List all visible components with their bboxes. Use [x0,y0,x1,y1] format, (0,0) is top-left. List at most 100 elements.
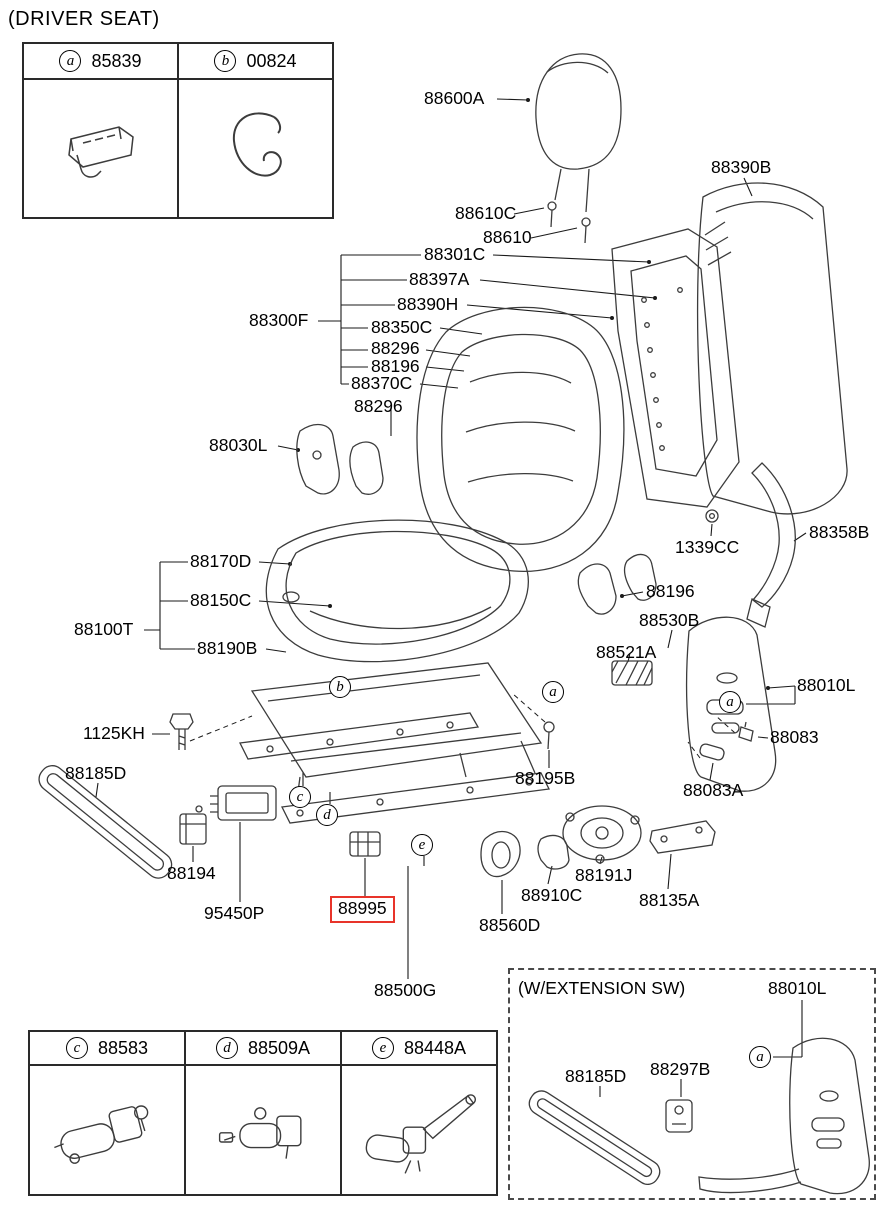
part-label-88010l-ext: 88010L [768,978,827,998]
part-label-88030l: 88030L [209,435,268,455]
slide-motor-icon [54,1105,149,1164]
part-label-1339cc: 1339CC [675,537,740,557]
part-label-1125kh: 1125KH [83,723,145,743]
side-bracket-88030l-drawing [296,423,384,495]
part-label-88910c: 88910C [521,885,583,905]
bolt-1125kh-drawing [169,713,194,750]
side-garnish-88185d-drawing [38,765,173,879]
bracket-88910c-drawing [537,834,570,870]
part-label-88195b: 88195B [515,768,576,788]
callout-d: d [316,804,338,826]
legend-table-top: a 85839 b 00824 [22,42,334,219]
part-label-88083: 88083 [770,727,819,747]
callout-c-table: c [65,1037,88,1059]
callout-c: c [289,786,311,808]
seatback-cushion-drawing [416,306,625,573]
part-label-88500g: 88500G [374,980,437,1000]
legend-table-bottom: c 88583 d 88509A e 88448A [28,1030,498,1196]
part-label-88560d: 88560D [479,915,541,935]
callout-a-ext: a [749,1046,771,1068]
seatbelt-drawing [746,462,796,628]
callout-e: e [411,834,433,856]
seatback-frame-drawing [611,228,740,508]
callout-d-table: d [215,1037,238,1059]
part-label-88600a: 88600A [424,88,485,108]
actuator-88191j-drawing [562,805,642,864]
legend-header-c: c 88583 [29,1031,185,1065]
part-number-85839: 85839 [91,50,142,71]
headrest-guide-clip-icon [67,125,134,178]
legend-cell-88583 [29,1065,185,1195]
part-label-88194: 88194 [167,863,216,883]
legend-cell-88509a [185,1065,341,1195]
clip-88083-drawing [738,721,754,742]
knob-88083a-drawing [699,743,725,761]
part-label-88135a: 88135A [639,890,700,910]
leader-lines-dashed [189,693,736,759]
extension-box-title: (W/EXTENSION SW) [518,978,686,998]
callout-a-1: a [542,681,564,703]
part-label-88010l: 88010L [797,675,856,695]
part-label-95450p: 95450P [204,903,265,923]
leader-lines [95,98,807,1097]
bolt-1339cc-drawing [705,509,719,523]
part-label-88296-2: 88296 [354,396,403,416]
part-number-88509a: 88509A [247,1037,311,1058]
sensor-88194-drawing [179,805,207,845]
part-label-88390h: 88390H [397,294,459,314]
headrest-guide-screws-drawing [547,201,591,244]
part-label-88358b: 88358B [809,522,870,542]
handle-88560d-drawing [480,830,521,878]
part-label-88300f: 88300F [249,310,309,330]
legend-cell-88448a [341,1065,497,1195]
part-label-88301c: 88301C [424,244,486,264]
part-label-88296: 88296 [371,338,420,358]
part-label-88995-highlighted: 88995 [330,896,395,923]
bracket-88135a-drawing [649,820,716,854]
recline-motor-icon [218,1107,302,1159]
part-label-88170d: 88170D [190,551,252,571]
part-label-88196-2: 88196 [646,581,695,601]
part-label-88350c: 88350C [371,317,433,337]
recliner-covers-drawing [577,553,657,615]
seat-cushion-drawing [265,519,529,663]
part-label-88297b-ext: 88297B [650,1059,711,1079]
ecu-95450p-drawing [210,785,277,821]
callout-b-table: b [214,50,237,72]
legend-header-e: e 88448A [341,1031,497,1065]
seatback-panel-drawing [696,182,848,515]
part-label-88150c: 88150C [190,590,252,610]
part-label-88196: 88196 [371,356,420,376]
part-label-88190b: 88190B [197,638,258,658]
legend-cell-85839 [23,79,178,218]
extension-switch-box [508,968,876,1200]
callout-e-table: e [371,1037,394,1059]
legend-header-b: b 00824 [178,43,333,79]
ext-bracket-88297b-drawing [665,1099,693,1133]
part-label-88610c: 88610C [455,203,517,223]
module-88995-drawing [349,831,381,857]
legend-header-d: d 88509A [185,1031,341,1065]
callout-a-table: a [59,50,82,72]
screw-88195b-drawing [543,721,555,750]
legend-header-a: a 85839 [23,43,178,79]
part-label-88083a: 88083A [683,780,744,800]
part-label-88185d-ext: 88185D [565,1066,627,1086]
part-label-88370c: 88370C [351,373,413,393]
part-label-88610: 88610 [483,227,532,247]
part-label-88191j: 88191J [575,865,633,885]
wire-clip-icon [232,111,282,177]
part-label-88390b: 88390B [711,157,772,177]
ext-side-shield-drawing [698,1037,870,1195]
connector-88521a-drawing [611,660,653,686]
part-label-88530b: 88530B [639,610,700,630]
leader-dots [288,98,770,690]
headrest-drawing [535,53,622,213]
part-label-88100t: 88100T [74,619,134,639]
part-number-00824: 00824 [246,50,297,71]
ext-garnish-88185d-drawing [528,1090,661,1185]
part-number-88583: 88583 [97,1037,149,1058]
legend-cell-00824 [178,79,333,218]
